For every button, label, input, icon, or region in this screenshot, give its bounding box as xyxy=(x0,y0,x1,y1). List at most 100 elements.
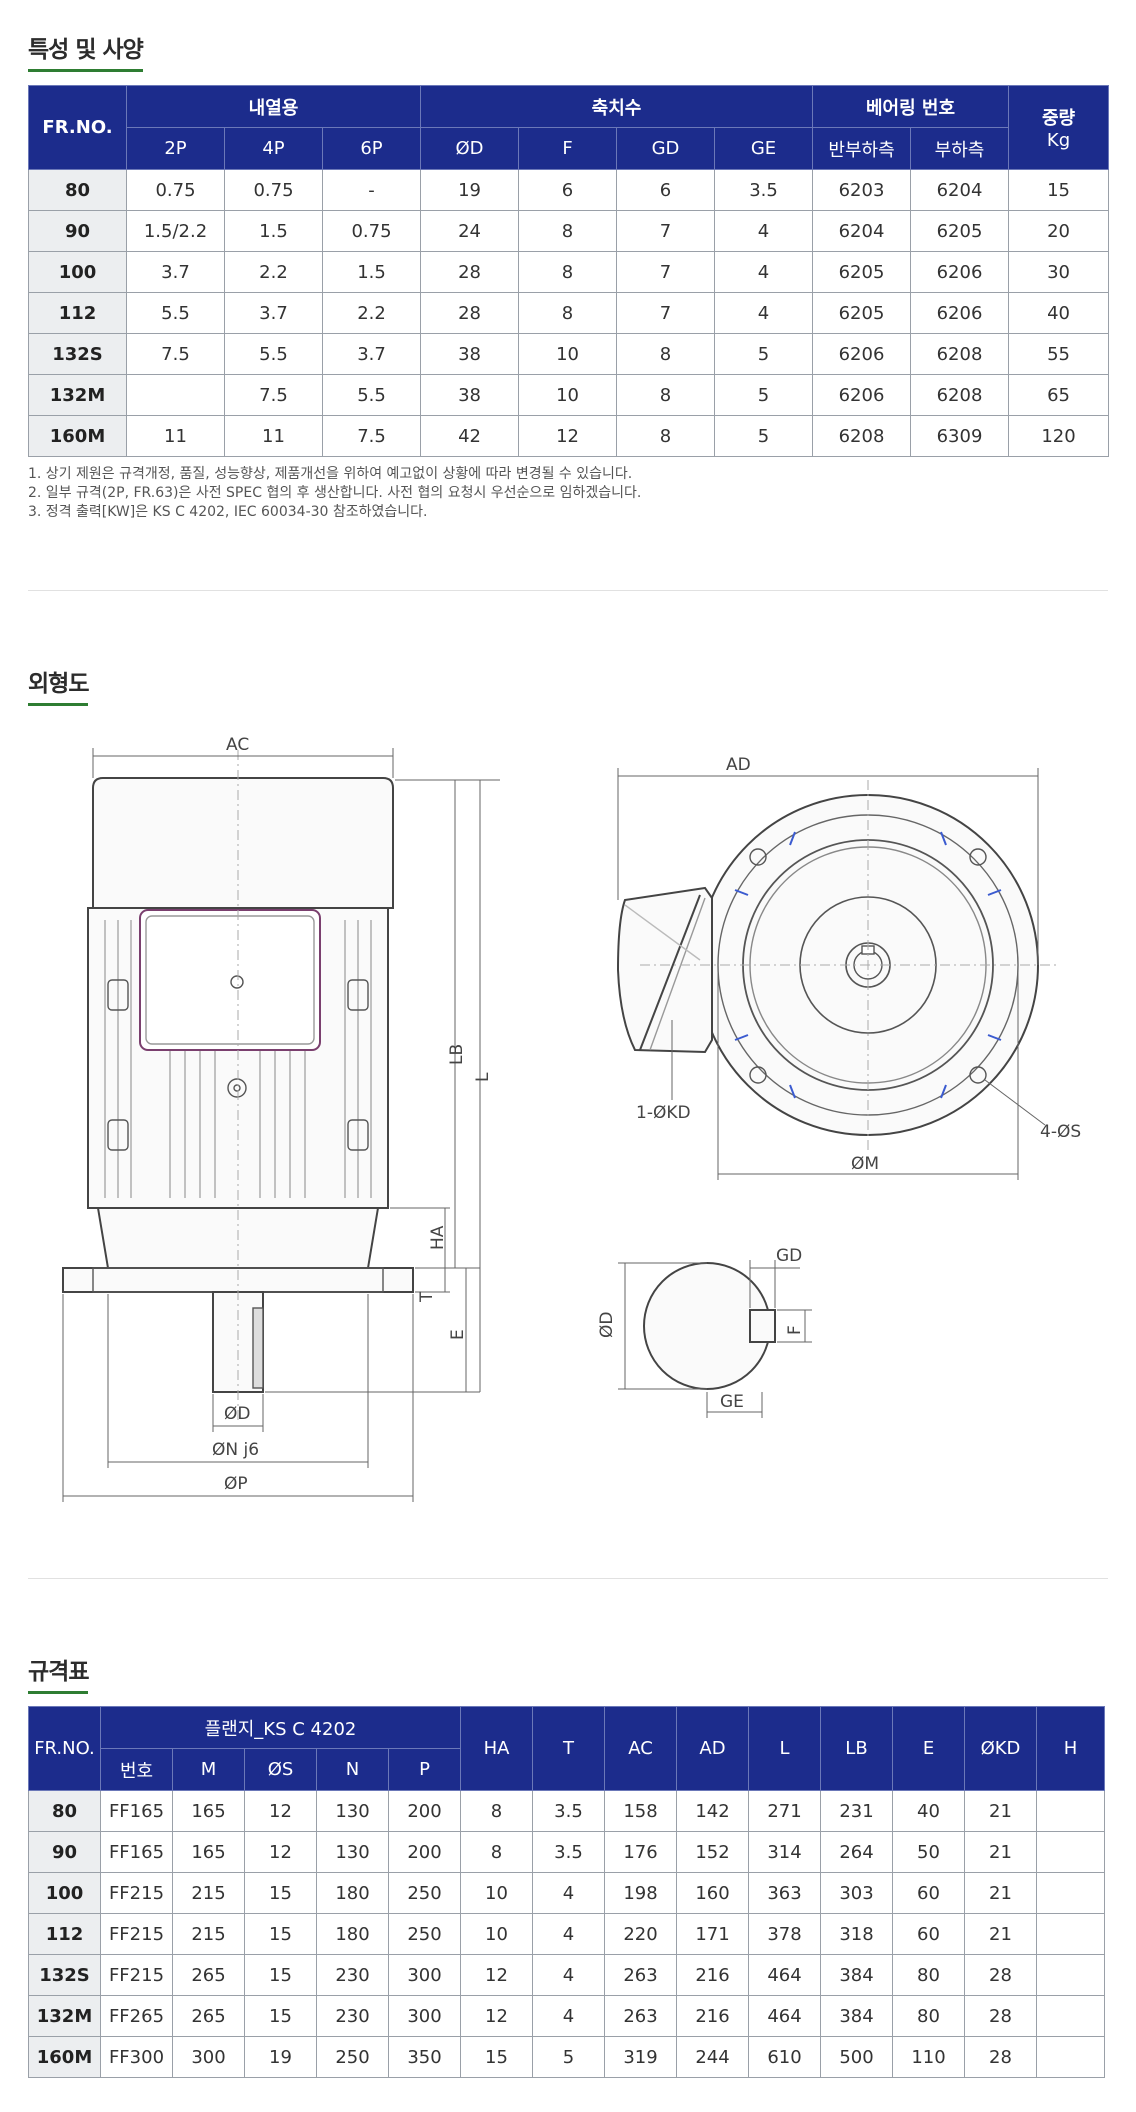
table-cell: 12 xyxy=(244,1831,317,1873)
table-cell: 5.5 xyxy=(224,333,323,375)
spec-notes: 1. 상기 제원은 규격개정, 품질, 성능향상, 제품개선을 위하여 예고없이… xyxy=(28,465,641,522)
table-cell: 350 xyxy=(388,2036,461,2078)
spec-header-shaft-col: GD xyxy=(616,127,716,170)
size-header-col: T xyxy=(532,1706,605,1791)
table-cell: 3.7 xyxy=(321,333,422,375)
table-cell: 20 xyxy=(1008,210,1110,252)
table-row-header: 132S xyxy=(28,1954,101,1996)
table-cell: 263 xyxy=(604,1995,677,2037)
table-cell: 7.5 xyxy=(224,374,323,416)
table-cell: 60 xyxy=(892,1913,965,1955)
spec-header-frame: FR.NO. xyxy=(28,85,127,170)
table-cell: 4 xyxy=(532,1954,605,1996)
table-cell: 11 xyxy=(126,415,225,457)
table-cell: FF215 xyxy=(100,1913,173,1955)
table-cell: 6203 xyxy=(812,169,912,211)
label-l: L xyxy=(473,1072,493,1082)
table-cell: 7.5 xyxy=(126,333,225,375)
table-cell: 3.5 xyxy=(532,1831,605,1873)
table-cell: 142 xyxy=(676,1790,749,1832)
table-cell: 6208 xyxy=(812,415,912,457)
size-table: FR.NO. 플랜지_KS C 4202 HA T AC AD L LB E Ø… xyxy=(28,1706,1105,2078)
table-cell: 6205 xyxy=(910,210,1010,252)
spec-header-bearing-col: 반부하측 xyxy=(812,127,912,170)
table-cell: 130 xyxy=(316,1790,389,1832)
table-cell: 11 xyxy=(224,415,323,457)
table-cell: 15 xyxy=(244,1913,317,1955)
table-cell: 464 xyxy=(748,1954,821,1996)
table-cell: 6205 xyxy=(812,251,912,293)
table-cell: FF265 xyxy=(100,1995,173,2037)
table-cell: FF165 xyxy=(100,1831,173,1873)
label-m: ØM xyxy=(851,1154,879,1174)
label-ac: AC xyxy=(226,735,249,755)
table-cell: 200 xyxy=(388,1831,461,1873)
table-cell: FF215 xyxy=(100,1954,173,1996)
table-cell: 130 xyxy=(316,1831,389,1873)
table-cell: 38 xyxy=(420,374,520,416)
size-section-title: 규격표 xyxy=(28,1652,89,1694)
table-cell: 7 xyxy=(616,292,716,334)
table-cell: 10 xyxy=(518,333,618,375)
table-cell: 4 xyxy=(714,210,814,252)
table-cell: 6204 xyxy=(812,210,912,252)
table-cell: 4 xyxy=(532,1913,605,1955)
table-cell: 216 xyxy=(676,1954,749,1996)
table-cell: 15 xyxy=(244,1995,317,2037)
table-cell: 10 xyxy=(460,1913,533,1955)
spec-header-shaft: 축치수 xyxy=(420,85,814,128)
table-cell: 15 xyxy=(460,2036,533,2078)
table-cell: 271 xyxy=(748,1790,821,1832)
table-cell: 65 xyxy=(1008,374,1110,416)
table-cell: 8 xyxy=(460,1790,533,1832)
table-cell: 7.5 xyxy=(321,415,422,457)
table-cell: 10 xyxy=(518,374,618,416)
table-cell xyxy=(126,374,225,416)
table-cell: 3.5 xyxy=(532,1790,605,1832)
label-shaft-od: ØD xyxy=(597,1312,617,1338)
table-cell: 6 xyxy=(518,169,618,211)
size-header-flange-col: M xyxy=(172,1748,245,1791)
table-cell: 21 xyxy=(964,1872,1037,1914)
table-cell: 464 xyxy=(748,1995,821,2037)
table-cell: 2.2 xyxy=(321,292,422,334)
table-cell: 21 xyxy=(964,1913,1037,1955)
table-cell: 6 xyxy=(616,169,716,211)
table-cell: 80 xyxy=(892,1995,965,2037)
table-cell: 500 xyxy=(820,2036,893,2078)
table-cell: 15 xyxy=(244,1954,317,1996)
table-cell: 215 xyxy=(172,1913,245,1955)
note-line: 2. 일부 규격(2P, FR.63)은 사전 SPEC 협의 후 생산합니다.… xyxy=(28,485,642,501)
table-cell: 1.5 xyxy=(224,210,323,252)
label-gd: GD xyxy=(776,1246,802,1266)
table-row-header: 132M xyxy=(28,1995,101,2037)
size-header-flange: 플랜지_KS C 4202 xyxy=(100,1706,461,1749)
table-cell: 180 xyxy=(316,1913,389,1955)
table-row-header: 160M xyxy=(28,415,127,457)
table-cell: 12 xyxy=(244,1790,317,1832)
spec-header-weight-label: 중량 xyxy=(1041,108,1076,129)
table-cell: 6206 xyxy=(910,251,1010,293)
label-e: E xyxy=(448,1329,468,1340)
table-cell: 176 xyxy=(604,1831,677,1873)
table-cell: 0.75 xyxy=(126,169,225,211)
table-cell: 80 xyxy=(892,1954,965,1996)
spec-header-output: 내열용 xyxy=(125,85,422,128)
table-cell: 40 xyxy=(1008,292,1110,334)
size-header-col: AD xyxy=(676,1706,749,1791)
table-cell: 230 xyxy=(316,1995,389,2037)
spec-header-weight: 중량 Kg xyxy=(1008,85,1110,170)
table-cell: - xyxy=(321,169,422,211)
table-cell: 28 xyxy=(964,1995,1037,2037)
spec-header-pole: 2P xyxy=(126,127,225,170)
label-on: ØN j6 xyxy=(212,1440,259,1460)
table-cell: 1.5 xyxy=(321,251,422,293)
size-header-col: H xyxy=(1036,1706,1105,1791)
table-cell: 300 xyxy=(172,2036,245,2078)
table-cell: 5 xyxy=(532,2036,605,2078)
